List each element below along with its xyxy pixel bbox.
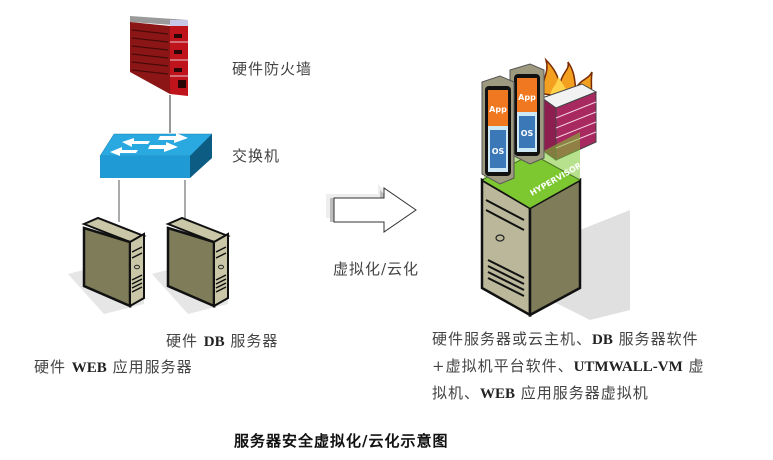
diagram-caption: 服务器安全虚拟化/云化示意图 bbox=[234, 432, 449, 450]
vm-app-label: App bbox=[518, 93, 536, 102]
vm-os-label: OS bbox=[521, 129, 534, 138]
web-server-label: 硬件 WEB 应用服务器 bbox=[34, 358, 193, 376]
db-server-label: 硬件 DB 服务器 bbox=[166, 332, 279, 350]
virtualized-server-icon: HYPERVISOR App OS App OS bbox=[480, 57, 630, 320]
virtualization-label: 虚拟化/云化 bbox=[333, 260, 420, 278]
vm-card: App OS bbox=[481, 75, 515, 185]
vm-app-label: App bbox=[489, 105, 507, 114]
virtualized-description: 硬件服务器或云主机、DB 服务器软件 +虚拟机平台软件、UTMWALL-VM 虚… bbox=[432, 326, 705, 407]
firewall-label: 硬件防火墙 bbox=[232, 60, 313, 78]
vm-card: App OS bbox=[509, 63, 545, 165]
web-server-icon bbox=[68, 216, 147, 314]
description-line: 硬件服务器或云主机、DB 服务器软件 bbox=[432, 330, 699, 348]
description-line: +虚拟机平台软件、UTMWALL-VM 虚 bbox=[432, 357, 705, 375]
db-server-icon bbox=[152, 216, 231, 314]
switch-label: 交换机 bbox=[232, 147, 281, 165]
description-line: 拟机、WEB 应用服务器虚拟机 bbox=[432, 384, 649, 402]
transition-arrow-icon bbox=[326, 184, 417, 233]
vm-os-label: OS bbox=[492, 147, 505, 156]
hardware-firewall-icon bbox=[130, 16, 188, 96]
switch-icon bbox=[99, 133, 213, 178]
